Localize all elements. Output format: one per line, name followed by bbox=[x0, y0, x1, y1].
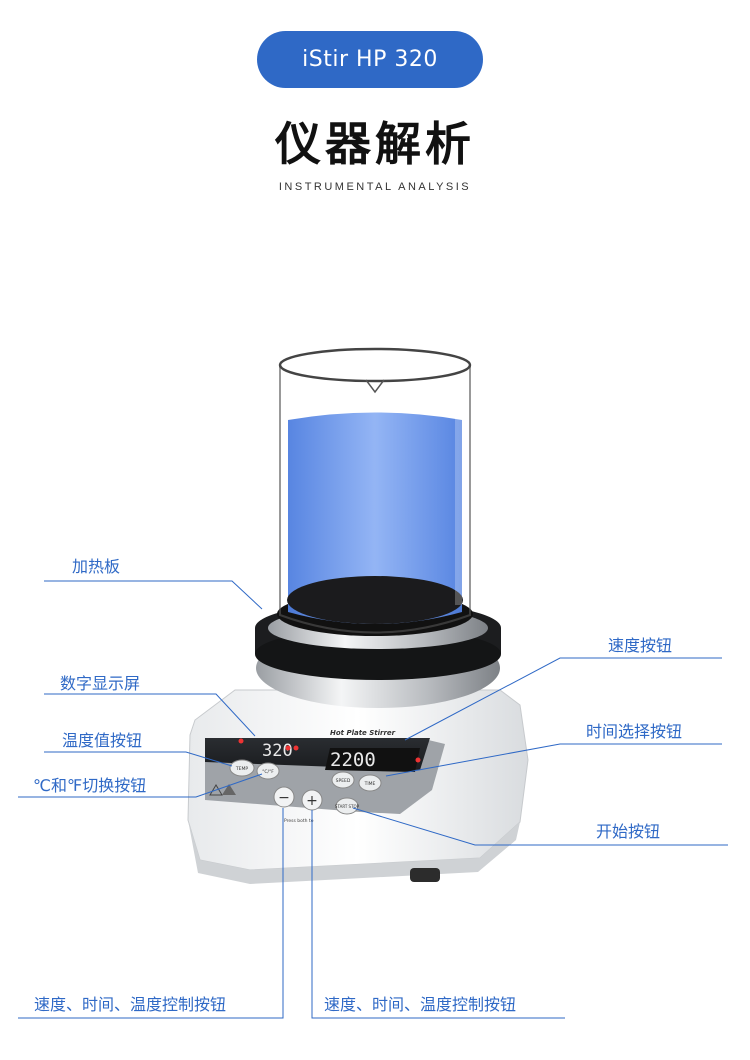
page-subtitle: INSTRUMENTAL ANALYSIS bbox=[278, 181, 472, 193]
unit-toggle-button[interactable]: °C/°F bbox=[256, 762, 280, 780]
lock-hint: Press both to bbox=[284, 818, 314, 824]
hot-surface-icon bbox=[222, 784, 236, 795]
svg-text:START STOP: START STOP bbox=[335, 804, 360, 809]
page-title: 仪器解析 bbox=[275, 117, 475, 171]
time-button[interactable]: TIME bbox=[358, 774, 382, 792]
speed-button[interactable]: SPEED bbox=[331, 771, 355, 789]
svg-text:SPEED: SPEED bbox=[336, 778, 351, 784]
callout-control-plus: 速度、时间、温度控制按钮 bbox=[324, 995, 517, 1014]
brand-text: Hot Plate Stirrer bbox=[330, 729, 396, 737]
warning-icon bbox=[209, 784, 223, 796]
product-name-badge: iStir HP 320 bbox=[257, 31, 483, 88]
display-right-value: 2200 bbox=[330, 749, 376, 771]
svg-text:°C/°F: °C/°F bbox=[262, 769, 274, 775]
callout-control-minus: 速度、时间、温度控制按钮 bbox=[34, 995, 227, 1014]
start-stop-button[interactable]: START STOP bbox=[335, 797, 360, 815]
temp-button[interactable]: TEMP bbox=[229, 759, 255, 777]
callout-temp-value-button: 温度值按钮 bbox=[62, 731, 143, 750]
minus-button[interactable]: − bbox=[273, 786, 295, 808]
callout-speed-button: 速度按钮 bbox=[608, 636, 673, 655]
svg-text:TEMP: TEMP bbox=[235, 766, 248, 772]
callout-unit-toggle-button: ℃和℉切换按钮 bbox=[33, 776, 147, 795]
callout-time-select-button: 时间选择按钮 bbox=[586, 722, 683, 741]
callout-heating-plate: 加热板 bbox=[72, 557, 121, 576]
svg-text:TIME: TIME bbox=[364, 781, 376, 787]
liquid bbox=[288, 412, 462, 624]
callout-start-button: 开始按钮 bbox=[596, 822, 661, 841]
beaker bbox=[279, 365, 471, 634]
svg-text:+: + bbox=[306, 793, 318, 809]
callout-digital-display: 数字显示屏 bbox=[60, 674, 141, 693]
display-left-value: 320 bbox=[262, 741, 293, 761]
svg-text:−: − bbox=[278, 790, 290, 806]
